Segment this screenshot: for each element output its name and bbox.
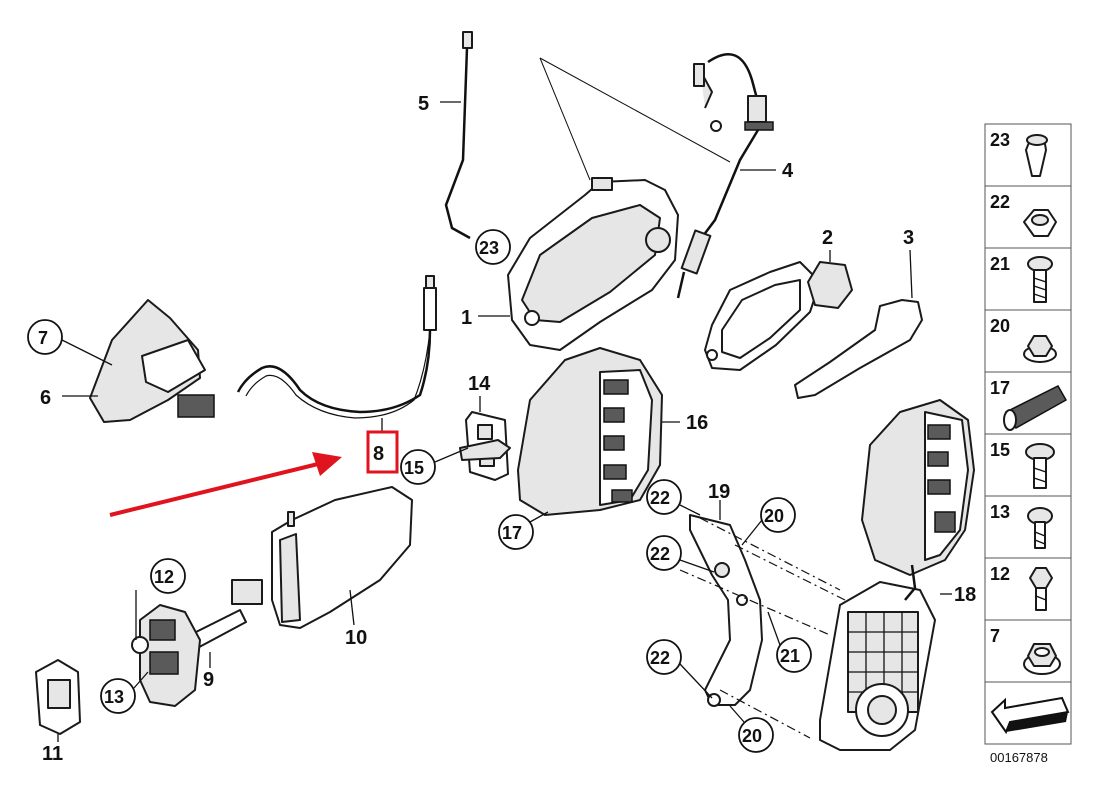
part-4-cable: 4	[676, 52, 794, 299]
label-12: 12	[154, 567, 174, 587]
highlight-box	[366, 430, 399, 474]
label-8: 8	[373, 443, 384, 465]
label-1: 1	[461, 307, 472, 329]
legend-row-7: 7	[984, 619, 1072, 683]
collar-nut-icon	[1023, 643, 1061, 675]
legend-label-17: 17	[990, 378, 1010, 398]
hex-nut-icon	[1023, 209, 1057, 237]
part-8-cable: 8	[236, 275, 437, 474]
reference-lines-top	[539, 57, 731, 181]
label-5: 5	[418, 93, 429, 115]
part-6-7-handle-assembly: 7 6	[27, 299, 215, 423]
assembly-dashed-lines	[679, 517, 846, 739]
legend-row-13: 13	[984, 495, 1072, 559]
legend-row-21: 21	[984, 247, 1072, 311]
callouts-20-22: 22 20 22 22 20 21	[646, 479, 812, 753]
label-4: 4	[782, 160, 794, 182]
legend-row-17: 17	[984, 371, 1072, 435]
legend-label-20: 20	[990, 316, 1010, 336]
label-22-c: 22	[650, 648, 670, 668]
legend-row-22: 22	[984, 185, 1072, 249]
label-15: 15	[404, 458, 424, 478]
label-11: 11	[42, 743, 63, 765]
label-10: 10	[345, 627, 367, 649]
bolt-icon	[1027, 507, 1053, 549]
part-16-lock-cover: 16 17	[498, 347, 708, 550]
label-18: 18	[954, 584, 976, 606]
part-10-protective-cover: 10	[271, 486, 413, 649]
part-5-rod: 5	[418, 31, 473, 240]
part-14-striker: 14 15	[400, 373, 511, 485]
part-11-bracket: 11	[35, 659, 81, 765]
legend-row-arrow	[984, 681, 1072, 745]
legend-label-7: 7	[990, 626, 1000, 646]
label-3: 3	[903, 227, 914, 249]
legend-row-23: 23	[984, 123, 1072, 187]
callout-12: 12	[135, 558, 186, 640]
label-9: 9	[203, 669, 214, 691]
part-9-door-check: 9	[131, 579, 263, 707]
label-22-b: 22	[650, 544, 670, 564]
label-14: 14	[468, 373, 491, 395]
flange-nut-icon	[1023, 335, 1057, 363]
hex-bolt-icon	[1029, 567, 1053, 611]
red-arrow	[109, 452, 342, 517]
legend-label-13: 13	[990, 502, 1010, 522]
legend-label-21: 21	[990, 254, 1010, 274]
label-17: 17	[502, 523, 522, 543]
label-13: 13	[104, 687, 124, 707]
torx-screw-icon	[1025, 443, 1055, 489]
part-2-handle-bowl: 2	[704, 227, 853, 371]
legend-row-20: 20	[984, 309, 1072, 373]
catalog-number: 00167878	[990, 750, 1048, 765]
label-16: 16	[686, 412, 708, 434]
part-3-outer-handle: 3	[794, 227, 923, 399]
legend-label-15: 15	[990, 440, 1010, 460]
label-21: 21	[780, 646, 800, 666]
grommet-icon	[1003, 385, 1068, 431]
small-parts-legend: 23 22 21	[984, 123, 1072, 765]
label-7: 7	[38, 328, 48, 348]
legend-row-12: 12	[984, 557, 1072, 621]
label-19: 19	[708, 481, 730, 503]
direction-arrow-icon	[990, 696, 1070, 735]
label-20-b: 20	[742, 726, 762, 746]
callout-13: 13	[100, 671, 149, 714]
legend-label-23: 23	[990, 130, 1010, 150]
label-6: 6	[40, 387, 51, 409]
legend-label-22: 22	[990, 192, 1010, 212]
part-19-bracket: 19	[689, 481, 763, 707]
legend-label-12: 12	[990, 564, 1010, 584]
label-20-a: 20	[764, 506, 784, 526]
label-22-a: 22	[650, 488, 670, 508]
callout-23: 23	[475, 229, 511, 265]
part-18-lock-module: 18	[819, 399, 976, 751]
legend-row-15: 15	[984, 433, 1072, 497]
clip-icon	[1025, 134, 1048, 177]
part-1-inner-handle-housing: 1	[461, 177, 679, 351]
label-2: 2	[822, 227, 833, 249]
screw-icon	[1027, 256, 1053, 303]
label-23: 23	[479, 238, 499, 258]
